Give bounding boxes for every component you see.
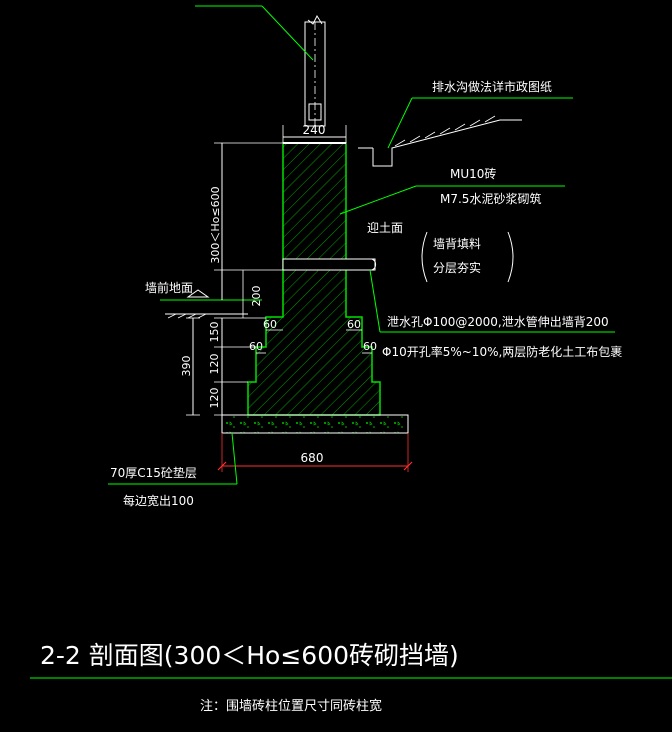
d120b-text: 120 — [208, 388, 221, 409]
dim-680-text: 680 — [301, 451, 324, 465]
drawing-note: 注：围墙砖柱位置尺寸同砖柱宽 — [200, 698, 382, 714]
label-drain-ditch: 排水沟做法详市政图纸 — [432, 79, 552, 94]
label-backfill-2: 分层夯实 — [433, 260, 481, 275]
step60-r1-text: 60 — [347, 318, 361, 331]
concrete-cushion — [221, 414, 409, 434]
d390-text: 390 — [180, 356, 193, 377]
label-soil-face: 迎土面 — [367, 221, 403, 235]
label-ground-front: 墙前地面 — [145, 280, 193, 295]
d120a-text: 120 — [208, 354, 221, 375]
ground-lines — [160, 115, 522, 319]
step60-l2-text: 60 — [249, 340, 263, 353]
dim-base-width: 680 — [217, 433, 413, 472]
step60-l1-text: 60 — [263, 318, 277, 331]
drawing-title: 2-2 剖面图(300＜Ho≤600砖砌挡墙) — [40, 641, 459, 670]
label-weep-hole-1: 泄水孔Φ100@2000,泄水管伸出墙背200 — [387, 314, 609, 329]
label-backfill-1: 墙背填料 — [433, 237, 481, 251]
dim-200: 200 — [242, 270, 263, 318]
dim-top-width: 240 — [282, 123, 347, 143]
dim-left-stack: 150 120 120 390 — [180, 317, 266, 416]
label-mortar: M7.5水泥砂浆砌筑 — [440, 191, 541, 206]
retaining-wall — [247, 142, 381, 416]
dim-height-text: 300＜Ho≤600 — [209, 186, 222, 263]
step60-r2-text: 60 — [363, 340, 377, 353]
label-cushion-2: 每边宽出100 — [123, 493, 194, 508]
leader-lines — [108, 97, 615, 485]
d150-text: 150 — [208, 322, 221, 343]
column-above — [195, 5, 326, 127]
dim-240-text: 240 — [303, 123, 326, 137]
d200-text: 200 — [250, 286, 263, 307]
dim-wall-height: 300＜Ho≤600 — [209, 142, 283, 300]
dim-steps: 60 60 60 60 — [249, 318, 377, 354]
label-weep-hole-2: Φ10开孔率5%~10%,两层防老化土工布包裹 — [382, 344, 622, 359]
label-cushion-1: 70厚C15砼垫层 — [110, 465, 197, 480]
label-brick: MU10砖 — [450, 166, 496, 181]
